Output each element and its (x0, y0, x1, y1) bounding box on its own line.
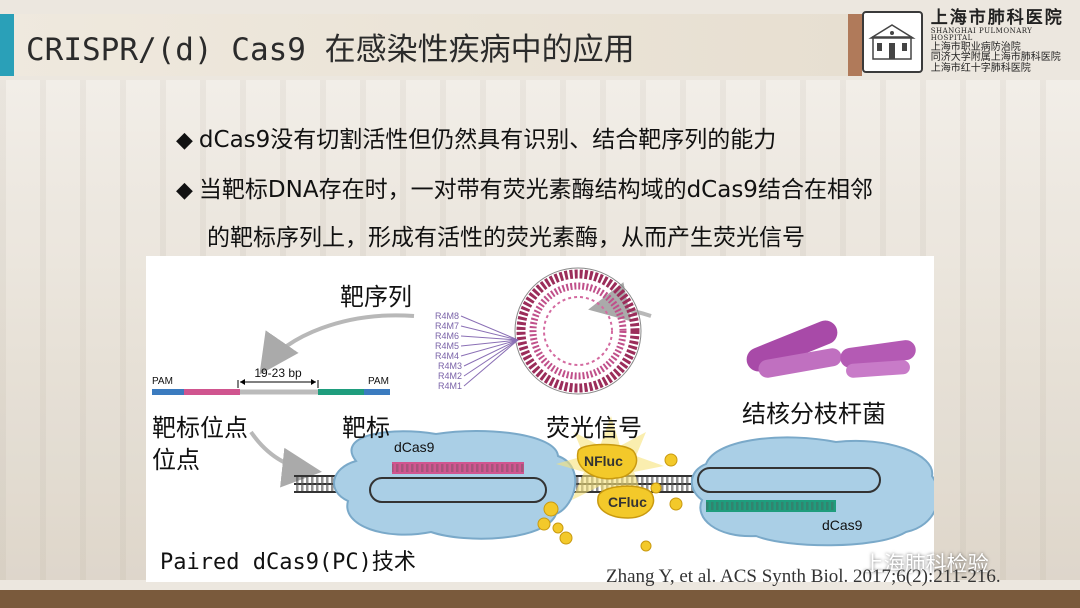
target-label: 靶标 (342, 414, 390, 442)
bullet-2-continued: 的靶标序列上，形成有活性的荧光素酶，从而产生荧光信号 (207, 225, 805, 251)
bp-label: 19-23 bp (254, 366, 302, 380)
target-site-label: 靶标位点 (152, 414, 248, 442)
logo-line-3: 上海市职业病防治院 (930, 41, 1021, 53)
hospital-seal-icon (862, 11, 923, 73)
logo-english: SHANGHAI PULMONARY HOSPITAL (930, 26, 1033, 43)
arrow-to-binding (249, 430, 322, 488)
arrow-from-bacteria (588, 282, 652, 322)
target-site-map: 19-23 bp PAM PAM (152, 366, 390, 395)
pam-right-label: PAM (368, 376, 389, 387)
r-labels: R4M8 R4M7 R4M6 R4M5 R4M4 R4M3 R4M2 R4M1 (435, 311, 462, 391)
bullet-2: ◆当靶标DNA存在时，一对带有荧光素酶结构域的dCas9结合在相邻 (176, 170, 873, 204)
genome-circle (514, 267, 642, 395)
r-label: R4M6 (435, 331, 459, 341)
logo-line-4: 同济大学附属上海市肺科医院 (930, 52, 1061, 64)
title-accent (0, 14, 14, 76)
bacteria-icon (746, 320, 916, 378)
r-label: R4M3 (438, 361, 462, 371)
cfluc-domain (597, 485, 655, 519)
title-bar (0, 14, 862, 76)
luciferin-dots (537, 453, 683, 552)
target-sequence-label: 靶序列 (340, 283, 412, 311)
bullet-2-text: 当靶标DNA存在时，一对带有荧光素酶结构域的dCas9结合在相邻 (198, 177, 873, 203)
citation: Zhang Y, et al. ACS Synth Biol. 2017;6(2… (606, 566, 1001, 587)
diamond-bullet-icon: ◆ (176, 128, 193, 153)
watermark: 上海肺科检验 (836, 548, 989, 578)
bottom-bar (0, 590, 1080, 608)
r-label: R4M5 (435, 341, 459, 351)
logo-line-5: 上海市红十字肺科医院 (930, 62, 1031, 74)
arrow-to-target (259, 313, 415, 375)
nfluc-label: NFluc (584, 453, 623, 469)
watermark-text: 上海肺科检验 (862, 552, 989, 576)
slide-title: CRISPR/(d) Cas9 在感染性疾病中的应用 (26, 32, 635, 68)
dcas9-right-label: dCas9 (822, 517, 863, 533)
r-label: R4M1 (438, 381, 462, 391)
diamond-bullet-icon: ◆ (176, 178, 193, 203)
logo-name: 上海市肺科医院 (930, 7, 1064, 28)
paired-dcas9-figure: R4M8 R4M7 R4M6 R4M5 R4M4 R4M3 R4M2 R4M1 (146, 256, 940, 582)
wechat-icon (836, 552, 863, 576)
bullet-1: ◆dCas9没有切割活性但仍然具有识别、结合靶序列的能力 (176, 120, 776, 154)
fluorescence-signal-label: 荧光信号 (546, 414, 642, 442)
figure-diagram: R4M8 R4M7 R4M6 R4M5 R4M4 R4M3 R4M2 R4M1 (152, 267, 940, 552)
r-label: R4M4 (435, 351, 459, 361)
cfluc-label: CFluc (608, 494, 647, 510)
r-label: R4M2 (438, 371, 462, 381)
pam-left-label: PAM (152, 376, 173, 387)
dcas9-left-label: dCas9 (394, 439, 435, 455)
r-label: R4M7 (435, 321, 459, 331)
binding-complex: dCas9 dCas9 NFluc CFluc (294, 416, 940, 552)
site-label: 位点 (152, 446, 200, 474)
bacteria-label: 结核分枝杆菌 (742, 400, 886, 428)
nfluc-domain (576, 443, 638, 480)
hospital-logo: 上海市肺科医院 SHANGHAI PULMONARY HOSPITAL 上海市职… (862, 6, 1074, 78)
r-label: R4M8 (435, 311, 459, 321)
paired-dcas9-label: Paired dCas9(PC)技术 (160, 550, 416, 575)
bullet-1-text: dCas9没有切割活性但仍然具有识别、结合靶序列的能力 (198, 127, 777, 153)
r-label-lines (460, 315, 519, 387)
